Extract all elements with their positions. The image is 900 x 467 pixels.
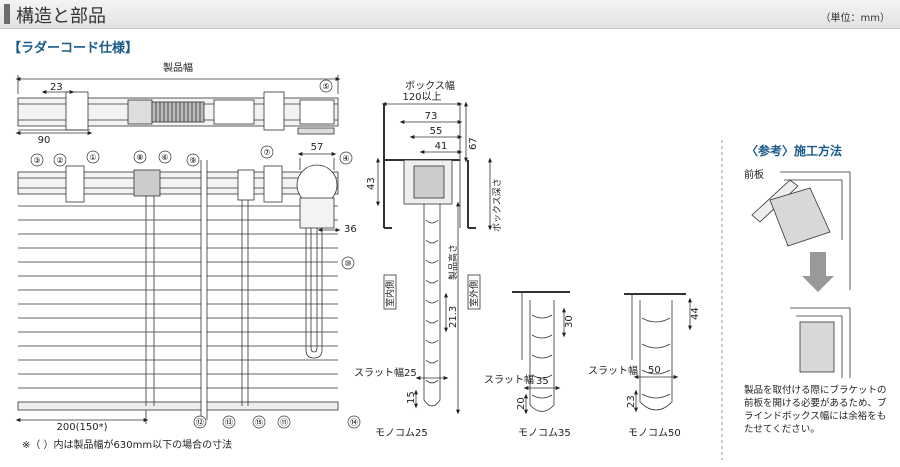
- callout-8: ⑧: [136, 153, 143, 162]
- indoor-label: 室内側: [384, 280, 396, 307]
- top-rail-view: [15, 75, 341, 135]
- dim-44: 44: [690, 307, 701, 320]
- side-view-monocom50: [624, 293, 692, 413]
- reference-note: 製品を取付ける際にブラケットの前板を開ける必要があるため、ブラインドボックス幅に…: [744, 385, 887, 435]
- dim-90: 90: [38, 135, 51, 146]
- callout-9: ⑨: [189, 156, 196, 165]
- dim-36: 36: [344, 224, 357, 235]
- dim-23: 23: [50, 82, 63, 93]
- front-board-label: 前板: [744, 168, 764, 181]
- callout-2: ②: [56, 156, 63, 165]
- slat-width-25-label: スラット幅25: [354, 366, 417, 379]
- reference-title: 〈参考〉施工方法: [746, 143, 842, 158]
- callout-5: ⑤: [322, 82, 329, 91]
- spec-subtitle: 【ラダーコード仕様】: [8, 41, 139, 56]
- dim-bottom-200: 200(150*): [57, 422, 108, 433]
- slat-width-35-label: スラット幅: [484, 373, 534, 386]
- dim-23-side: 23: [626, 395, 637, 408]
- dim-21-3: 21.3: [448, 306, 459, 328]
- part-callouts: [30, 79, 361, 429]
- dim-20: 20: [516, 397, 527, 410]
- dim-57: 57: [311, 142, 324, 153]
- installation-illustration: [751, 171, 851, 378]
- callout-3: ③: [33, 156, 40, 165]
- callout-15: ⑮: [255, 418, 263, 427]
- callout-7: ⑦: [263, 148, 270, 157]
- callout-11: ⑪: [280, 418, 288, 427]
- dim-41: 41: [435, 141, 448, 152]
- side-view-monocom25: [376, 101, 492, 415]
- model-monocom35: モノコム35: [518, 427, 571, 439]
- dim-73: 73: [425, 111, 438, 122]
- box-width-min: 120以上: [402, 91, 441, 103]
- footnote: ※（ ）内は製品幅が630mm以下の場合の寸法: [22, 440, 233, 451]
- dim-15: 15: [406, 391, 417, 404]
- box-depth-label: ボックス深さ: [492, 178, 503, 232]
- product-height-label: 製品高さ: [447, 244, 459, 280]
- header-accent-bar: [4, 4, 10, 24]
- dim-30: 30: [564, 315, 575, 328]
- unit-label: （単位：mm）: [820, 13, 890, 24]
- section-header: 構造と部品 （単位：mm）: [0, 0, 900, 29]
- dim-43: 43: [366, 177, 377, 190]
- box-width-label: ボックス幅: [405, 79, 455, 92]
- dim-67: 67: [468, 137, 479, 150]
- callout-13: ⑬: [225, 418, 233, 427]
- side-view-monocom35: [512, 291, 570, 415]
- dim-55: 55: [430, 126, 443, 137]
- product-width-label: 製品幅: [163, 61, 193, 74]
- blind-front-view: [15, 152, 341, 424]
- slat-35-value: 35: [536, 376, 549, 387]
- section-title: 構造と部品: [16, 6, 106, 27]
- callout-14: ⑭: [350, 418, 358, 427]
- callout-4: ④: [342, 154, 349, 163]
- callout-12: ⑫: [196, 418, 204, 427]
- callout-1: ①: [89, 153, 96, 162]
- callout-10: ⑩: [344, 259, 351, 268]
- outdoor-label: 室外側: [468, 280, 480, 307]
- slat-50-value: 50: [648, 365, 661, 376]
- model-monocom25: モノコム25: [375, 427, 428, 439]
- model-monocom50: モノコム50: [628, 427, 681, 439]
- slat-width-50-label: スラット幅: [588, 364, 638, 377]
- callout-6: ⑥: [161, 153, 168, 162]
